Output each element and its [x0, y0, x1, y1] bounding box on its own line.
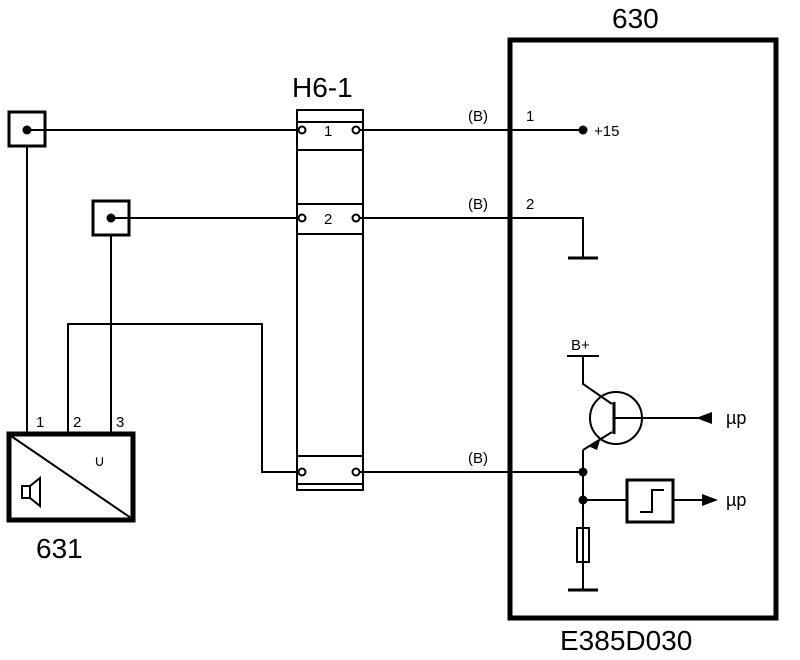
- mu-output-arrow: [702, 494, 718, 506]
- ecu-supply-label: +15: [594, 123, 619, 140]
- ecu-id-label: 630: [612, 3, 659, 34]
- diagram-code-label: E385D030: [560, 625, 692, 656]
- connector-pin3-left-contact: [297, 467, 307, 477]
- sensor-pin1-number: 1: [36, 414, 44, 431]
- sensor-symbol: ∪: [94, 453, 105, 470]
- ecu-input-node: [578, 467, 588, 477]
- splice-1-node: [22, 125, 32, 135]
- connector-pin2-left-contact: [297, 213, 307, 223]
- pull-down-resistor: [576, 527, 590, 563]
- bplus-label: B+: [571, 337, 590, 354]
- sensor-pin3-number: 3: [116, 414, 124, 431]
- connector-pin1-cell: [296, 121, 364, 151]
- mu-input-arrow: [696, 412, 712, 424]
- sensor-box: [6, 431, 136, 523]
- connector-pin3-right-contact: [351, 467, 361, 477]
- wire-pin2-to-ground: [360, 217, 584, 258]
- connector-strip: [296, 109, 364, 491]
- connector-id-label: H6-1: [292, 72, 353, 103]
- connector-pin2-number: 2: [324, 211, 332, 228]
- mu-output-label: µp: [726, 490, 746, 510]
- sensor-pin2-number: 2: [73, 414, 81, 431]
- transistor-emitter-arrow: [588, 440, 600, 450]
- connector-pin3-cell: [296, 455, 364, 485]
- connector-pin2-right-contact: [351, 213, 361, 223]
- wire-sensor-pin2-to-pin3: [67, 323, 298, 473]
- wire1-color-label: (B): [468, 108, 488, 125]
- splice-2-node: [106, 213, 116, 223]
- sensor-diagonal: [10, 435, 132, 519]
- transistor-emitter-lead: [582, 431, 613, 451]
- speaker-icon: [21, 475, 41, 509]
- ecu-pin2-number: 2: [526, 196, 534, 213]
- transistor-collector-lead: [582, 356, 613, 405]
- connector-pin1-right-contact: [351, 125, 361, 135]
- ecu-pin1-number: 1: [526, 108, 534, 125]
- wire2-color-label: (B): [468, 196, 488, 213]
- connector-pin1-left-contact: [297, 125, 307, 135]
- ecu-supply-node: [578, 125, 588, 135]
- schmitt-trigger-symbol: [640, 489, 664, 513]
- wire3-color-label: (B): [468, 450, 488, 467]
- connector-pin1-number: 1: [324, 123, 332, 140]
- schmitt-trigger-box: [625, 478, 675, 524]
- mu-input-label: µp: [726, 408, 746, 428]
- ecu-box: [507, 37, 779, 621]
- sensor-id-label: 631: [36, 533, 83, 564]
